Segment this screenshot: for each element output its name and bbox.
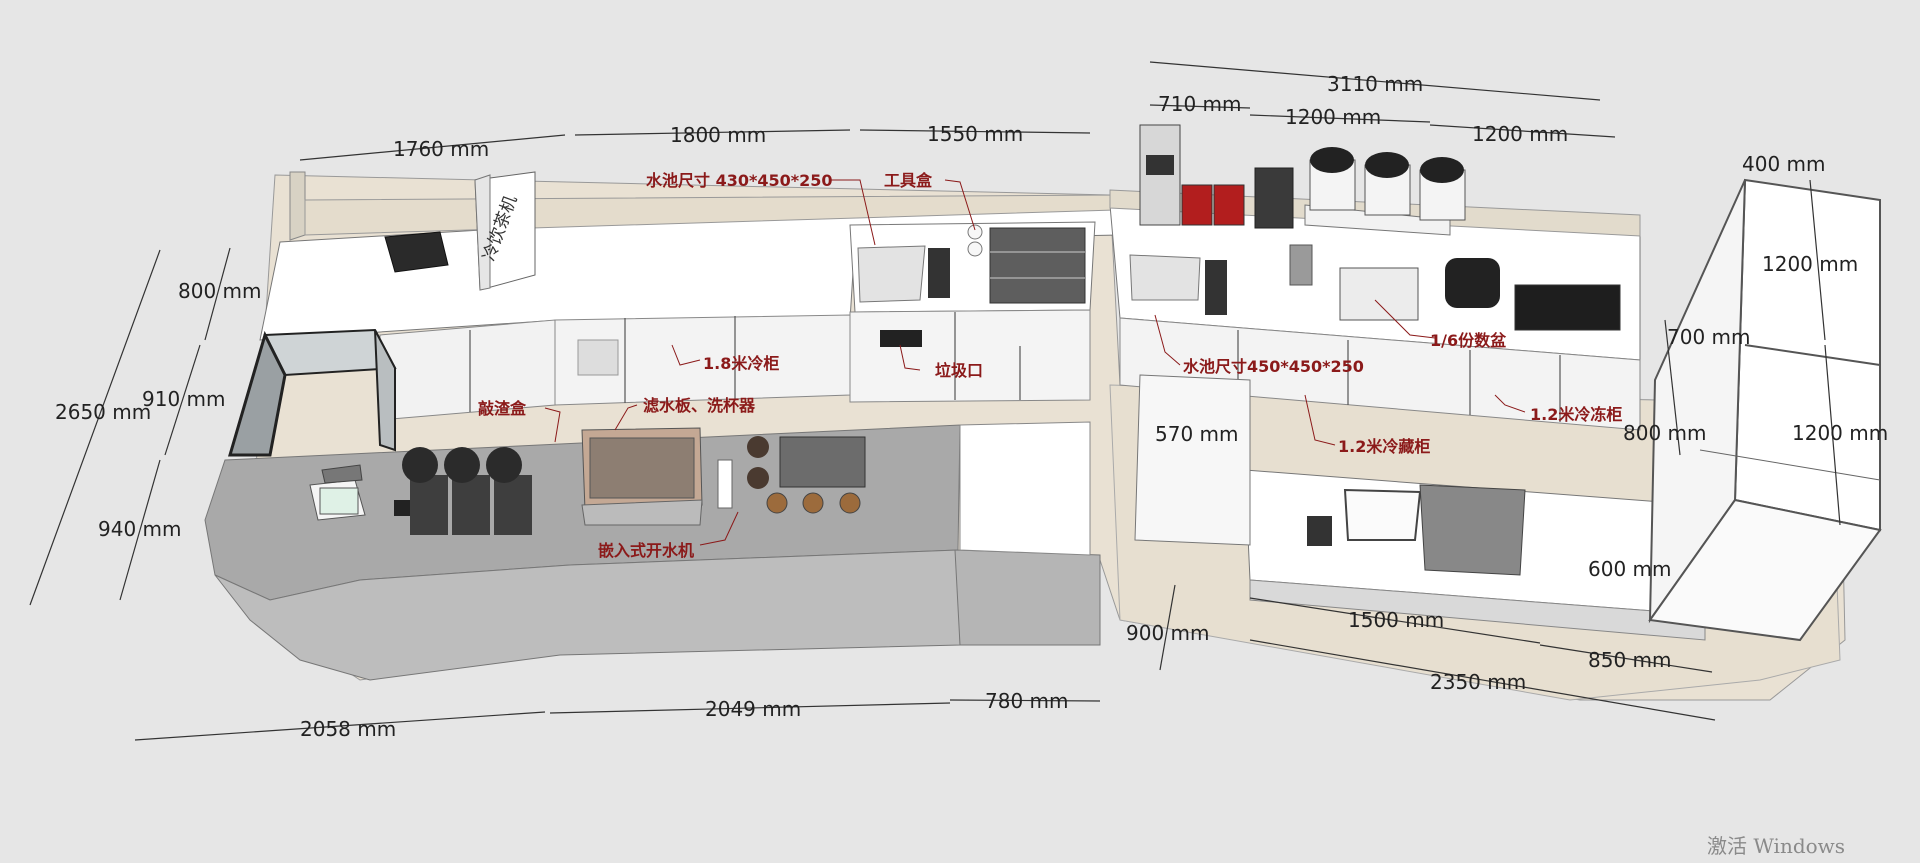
dimension-lines [29,61,1841,741]
dim-1200-c: 1200 mm [1762,252,1858,276]
sealing-machine [1254,167,1294,229]
dim-780: 780 mm [985,689,1069,713]
note-knockbox: 敲渣盒 [478,399,527,418]
dim-900: 900 mm [1126,621,1210,645]
dim-1800: 1800 mm [670,123,766,147]
left-under-cabinet [379,319,556,421]
note-fridge-1-2m: 1.2米冷藏柜 [1338,437,1430,456]
drain-rack-right [1205,260,1227,315]
note-toolbox: 工具盒 [884,171,933,190]
toolbox-cup-2 [967,241,983,257]
glass-cabinet-front [228,330,287,457]
drain-rack-left [928,248,950,298]
coffee-grinders [402,447,532,535]
dim-1760: 1760 mm [393,137,489,161]
dim-1550: 1550 mm [927,122,1023,146]
counter-gap-top [959,421,1091,556]
left-side-block [1134,374,1251,546]
small-bin [1307,516,1332,546]
cold-brew-tap-2 [747,467,769,489]
dim-710: 710 mm [1158,92,1242,116]
dim-1200-a: 1200 mm [1285,105,1381,129]
annotation-labels: 水池尺寸 430*450*250 工具盒 1.8米冷柜 垃圾口 敲渣盒 滤水板、… [478,171,1622,560]
dim-800-left: 800 mm [178,279,262,303]
dim-1200-b: 1200 mm [1472,122,1568,146]
dim-3110: 3110 mm [1327,72,1423,96]
note-trash: 垃圾口 [935,361,983,380]
note-sink-left: 水池尺寸 430*450*250 [646,171,833,190]
windows-watermark: 激活 Windows [1707,834,1845,858]
induction-cooker [1514,284,1621,331]
note-freezer-1-2m: 1.2米冷冻柜 [1530,405,1622,424]
blender [1289,244,1313,286]
black-tray [384,231,449,273]
pos-screen [319,487,359,515]
dim-2350: 2350 mm [1430,670,1526,694]
middle-cabinet-front [849,309,1091,403]
trash-slot [880,330,922,347]
dim-1500: 1500 mm [1348,608,1444,632]
right-front-face [1249,579,1706,641]
dim-700: 700 mm [1667,325,1751,349]
note-drain: 滤水板、洗杯器 [643,396,756,415]
hot-water-dispenser [717,459,733,509]
dim-910: 910 mm [142,387,226,411]
dim-2049: 2049 mm [705,697,801,721]
left-back-wall [289,171,306,241]
note-pan: 1/6份数盆 [1430,331,1507,350]
cold-brew-tap-1 [747,436,769,458]
tea-dispenser-red-1 [1181,184,1213,226]
dim-850: 850 mm [1588,648,1672,672]
cups-row [766,492,861,514]
dim-570: 570 mm [1155,422,1239,446]
tea-dispenser-red-2 [1213,184,1245,226]
topping-grid [989,227,1086,304]
annotation-leaders [544,179,1526,546]
dim-940: 940 mm [98,517,182,541]
pos-stand [321,464,363,484]
sink-basin-left [857,245,926,303]
note-boiler: 嵌入式开水机 [598,541,694,560]
dim-800-right: 800 mm [1623,421,1707,445]
fridge-vent [577,339,619,376]
note-fridge-1-8m: 1.8米冷柜 [703,354,779,373]
right-cabinet-front [1119,317,1641,431]
dim-400: 400 mm [1742,152,1826,176]
dim-2058: 2058 mm [300,717,396,741]
drain-board [779,436,866,488]
tea-buckets [1309,147,1466,221]
card-reader [394,500,412,516]
oven [1419,484,1526,576]
counter-side-panel [954,549,1101,646]
dim-600: 600 mm [1588,557,1672,581]
sixth-pans [1339,267,1419,321]
espresso-grill [589,437,695,499]
ice-machine [1343,488,1422,541]
dim-2650: 2650 mm [55,400,151,424]
shelf-rack [1648,178,1882,642]
toolbox-cup-1 [967,224,983,240]
sink-basin-right [1129,254,1201,301]
dim-1200-d: 1200 mm [1792,421,1888,445]
dimension-labels: 1760 mm 1800 mm 1550 mm 3110 mm 710 mm 1… [55,72,1888,741]
rice-cooker [1445,258,1500,308]
note-sink-right: 水池尺寸450*450*250 [1183,357,1364,376]
